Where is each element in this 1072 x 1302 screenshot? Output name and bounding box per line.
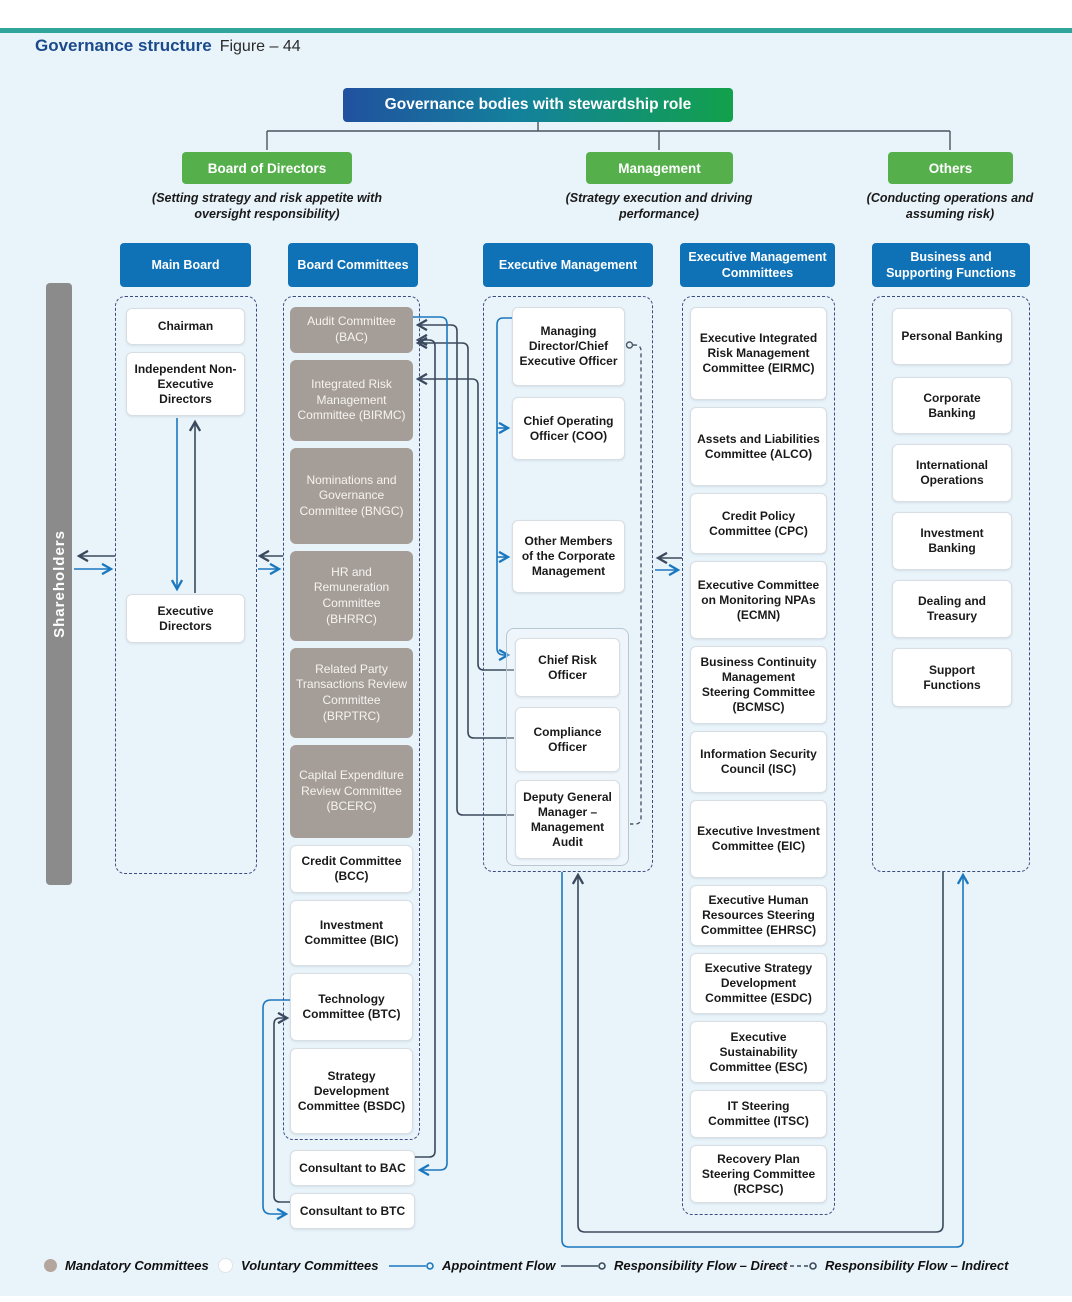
box-executive-directors: Executive Directors: [126, 594, 245, 643]
box-bcmsc: Business Continuity Management Steering …: [690, 646, 827, 724]
box-bhrrc: HR and Remuneration Committee (BHRRC): [290, 551, 413, 641]
box-bac: Audit Committee (BAC): [290, 307, 413, 353]
subtitle-others: (Conducting operations and assuming risk…: [866, 191, 1034, 222]
box-other-corporate-management: Other Members of the Corporate Managemen…: [512, 520, 625, 593]
legend-mandatory: Mandatory Committees: [44, 1258, 209, 1273]
box-md-ceo: Managing Director/Chief Executive Office…: [512, 307, 625, 386]
page-title-main: Governance structure: [35, 36, 212, 55]
branch-board-of-directors: Board of Directors: [182, 152, 352, 184]
container-board-committees: [283, 296, 420, 1140]
container-main-board: [115, 296, 257, 874]
header-main-board: Main Board: [120, 243, 251, 287]
branch-management: Management: [586, 152, 733, 184]
box-corporate-banking: Corporate Banking: [892, 377, 1012, 434]
legend-appointment: Appointment Flow: [388, 1258, 555, 1273]
box-dealing-treasury: Dealing and Treasury: [892, 580, 1012, 638]
box-esc: Executive Sustainability Committee (ESC): [690, 1021, 827, 1083]
box-esdc: Executive Strategy Development Committee…: [690, 953, 827, 1014]
box-personal-banking: Personal Banking: [892, 308, 1012, 365]
responsibility-direct-line-icon: [561, 1261, 606, 1270]
header-board-committees: Board Committees: [288, 243, 418, 287]
voluntary-committee-swatch-icon: [218, 1258, 233, 1273]
box-consultant-btc: Consultant to BTC: [290, 1193, 415, 1229]
box-rcpsc: Recovery Plan Steering Committee (RCPSC): [690, 1145, 827, 1203]
shareholders-label: Shareholders: [50, 530, 68, 638]
box-isc: Information Security Council (ISC): [690, 731, 827, 793]
box-bcerc: Capital Expenditure Review Committee (BC…: [290, 745, 413, 838]
box-bcc: Credit Committee (BCC): [290, 845, 413, 893]
box-consultant-bac: Consultant to BAC: [290, 1150, 415, 1186]
box-eic: Executive Investment Committee (EIC): [690, 800, 827, 878]
legend-voluntary-label: Voluntary Committees: [241, 1258, 379, 1273]
box-independent-neds: Independent Non-Executive Directors: [126, 352, 245, 416]
box-bic: Investment Committee (BIC): [290, 900, 413, 966]
box-cpc: Credit Policy Committee (CPC): [690, 493, 827, 554]
box-investment-banking: Investment Banking: [892, 512, 1012, 570]
container-executive-management-committees: [682, 296, 835, 1215]
box-eirmc: Executive Integrated Risk Management Com…: [690, 307, 827, 400]
box-brptrc: Related Party Transactions Review Commit…: [290, 648, 413, 738]
box-itsc: IT Steering Committee (ITSC): [690, 1090, 827, 1138]
legend-direct: Responsibility Flow – Direct: [560, 1258, 787, 1273]
box-support-functions: Support Functions: [892, 648, 1012, 707]
box-chairman: Chairman: [126, 308, 245, 345]
legend-mandatory-label: Mandatory Committees: [65, 1258, 209, 1273]
box-birmc: Integrated Risk Management Committee (BI…: [290, 360, 413, 441]
page-title-figure: Figure – 44: [219, 38, 301, 55]
legend-appointment-label: Appointment Flow: [442, 1258, 556, 1273]
box-ecmn: Executive Committee on Monitoring NPAs (…: [690, 561, 827, 639]
container-executive-management: [483, 296, 653, 872]
page-title: Governance structure Figure – 44: [35, 36, 301, 56]
responsibility-indirect-line-icon: [776, 1261, 817, 1270]
box-international-operations: International Operations: [892, 444, 1012, 502]
legend-indirect-label: Responsibility Flow – Indirect: [825, 1258, 1009, 1273]
branch-others: Others: [888, 152, 1013, 184]
legend-direct-label: Responsibility Flow – Direct: [614, 1258, 788, 1273]
container-business-supporting-functions: [872, 296, 1030, 872]
box-btc: Technology Committee (BTC): [290, 973, 413, 1041]
legend-indirect: Responsibility Flow – Indirect: [775, 1258, 1008, 1273]
box-chief-risk-officer: Chief Risk Officer: [515, 638, 620, 697]
root-governance-box: Governance bodies with stewardship role: [343, 88, 733, 122]
subtitle-board: (Setting strategy and risk appetite with…: [152, 191, 382, 222]
appointment-flow-line-icon: [389, 1261, 434, 1270]
box-alco: Assets and Liabilities Committee (ALCO): [690, 407, 827, 486]
box-bsdc: Strategy Development Committee (BSDC): [290, 1048, 413, 1134]
header-executive-management: Executive Management: [483, 243, 653, 287]
box-coo: Chief Operating Officer (COO): [512, 397, 625, 460]
header-business-supporting-functions: Business and Supporting Functions: [872, 243, 1030, 287]
mandatory-committee-swatch-icon: [44, 1259, 57, 1272]
box-ehrsc: Executive Human Resources Steering Commi…: [690, 885, 827, 946]
top-accent-bar: [0, 28, 1072, 33]
box-bngc: Nominations and Governance Committee (BN…: [290, 448, 413, 544]
subtitle-management: (Strategy execution and driving performa…: [565, 191, 753, 222]
box-dgm-management-audit: Deputy General Manager – Management Audi…: [515, 780, 620, 859]
box-compliance-officer: Compliance Officer: [515, 707, 620, 772]
header-executive-management-committees: Executive Management Committees: [680, 243, 835, 287]
legend-voluntary: Voluntary Committees: [218, 1258, 379, 1273]
shareholders-bar: Shareholders: [46, 283, 72, 885]
